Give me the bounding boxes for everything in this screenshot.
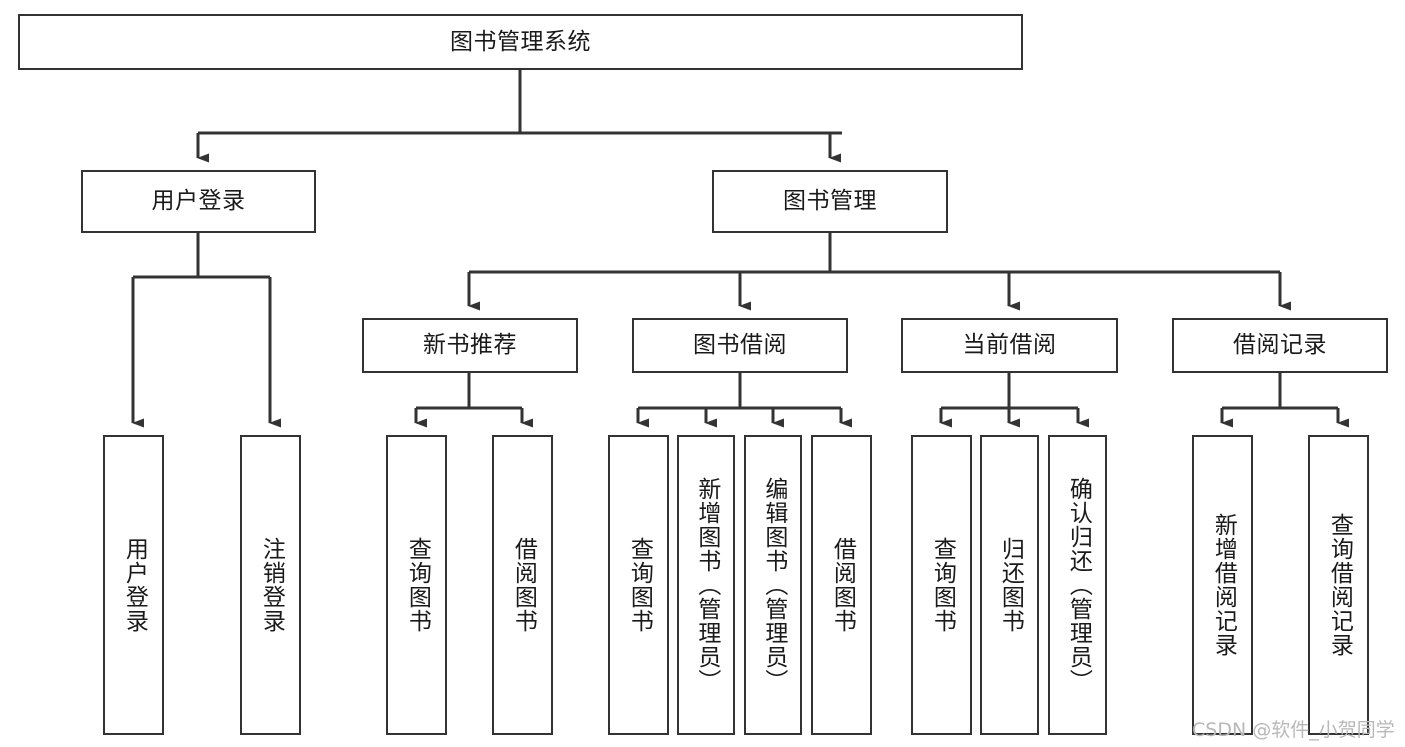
node-leaf-user-login[interactable]: 用户登录 — [103, 435, 164, 735]
node-leaf-edit-book-admin[interactable]: 编辑图书（管理员） — [744, 435, 802, 735]
connectors-book-borrow — [636, 373, 852, 428]
node-label: 图书借阅 — [693, 332, 787, 359]
node-leaf-query-borrow-record[interactable]: 查询借阅记录 — [1308, 435, 1369, 735]
node-leaf-add-book-admin[interactable]: 新增图书（管理员） — [677, 435, 735, 735]
node-leaf-query-book-recommend[interactable]: 查询图书 — [386, 435, 447, 735]
connectors-new-book-recommend — [414, 373, 533, 428]
node-leaf-borrow-book-borrow[interactable]: 借阅图书 — [811, 435, 872, 735]
node-label: 借阅图书 — [829, 537, 856, 633]
node-label: 用户登录 — [151, 188, 246, 215]
node-label: 查询借阅记录 — [1326, 513, 1353, 657]
connectors-current-borrow — [939, 373, 1089, 428]
node-label: 用户登录 — [121, 537, 148, 633]
node-label: 图书管理系统 — [450, 28, 591, 55]
node-label: 查询图书 — [929, 537, 956, 633]
node-leaf-confirm-return-admin[interactable]: 确认归还（管理员） — [1048, 435, 1107, 735]
node-label: 归还图书 — [997, 537, 1024, 633]
node-leaf-add-borrow-record[interactable]: 新增借阅记录 — [1192, 435, 1253, 735]
node-book-borrow[interactable]: 图书借阅 — [632, 318, 848, 373]
node-label: 新增图书（管理员） — [693, 477, 720, 693]
connectors-root — [196, 70, 842, 163]
node-new-book-recommend[interactable]: 新书推荐 — [362, 318, 578, 373]
node-leaf-logout-login[interactable]: 注销登录 — [240, 435, 301, 735]
node-label: 编辑图书（管理员） — [760, 477, 787, 693]
node-label: 新书推荐 — [423, 332, 517, 359]
connectors-book-management — [467, 233, 1291, 311]
node-leaf-query-book-current[interactable]: 查询图书 — [911, 435, 972, 735]
node-book-management[interactable]: 图书管理 — [712, 170, 948, 233]
connectors-borrow-record — [1220, 373, 1349, 428]
node-current-borrow[interactable]: 当前借阅 — [901, 318, 1118, 373]
node-label: 当前借阅 — [962, 332, 1057, 359]
node-leaf-query-book-borrow[interactable]: 查询图书 — [608, 435, 669, 735]
node-label: 借阅图书 — [510, 537, 537, 633]
node-label: 借阅记录 — [1233, 332, 1327, 359]
node-borrow-record[interactable]: 借阅记录 — [1172, 318, 1388, 373]
node-label: 查询图书 — [626, 537, 653, 633]
node-leaf-borrow-book-recommend[interactable]: 借阅图书 — [492, 435, 553, 735]
node-user-login[interactable]: 用户登录 — [81, 170, 316, 233]
node-label: 新增借阅记录 — [1210, 513, 1237, 657]
connectors-user-login — [131, 233, 281, 428]
node-label: 图书管理 — [783, 188, 877, 215]
node-root-book-management-system[interactable]: 图书管理系统 — [18, 14, 1023, 70]
node-label: 注销登录 — [258, 537, 285, 633]
node-label: 查询图书 — [404, 537, 431, 633]
node-label: 确认归还（管理员） — [1065, 477, 1092, 693]
node-leaf-return-book[interactable]: 归还图书 — [980, 435, 1039, 735]
